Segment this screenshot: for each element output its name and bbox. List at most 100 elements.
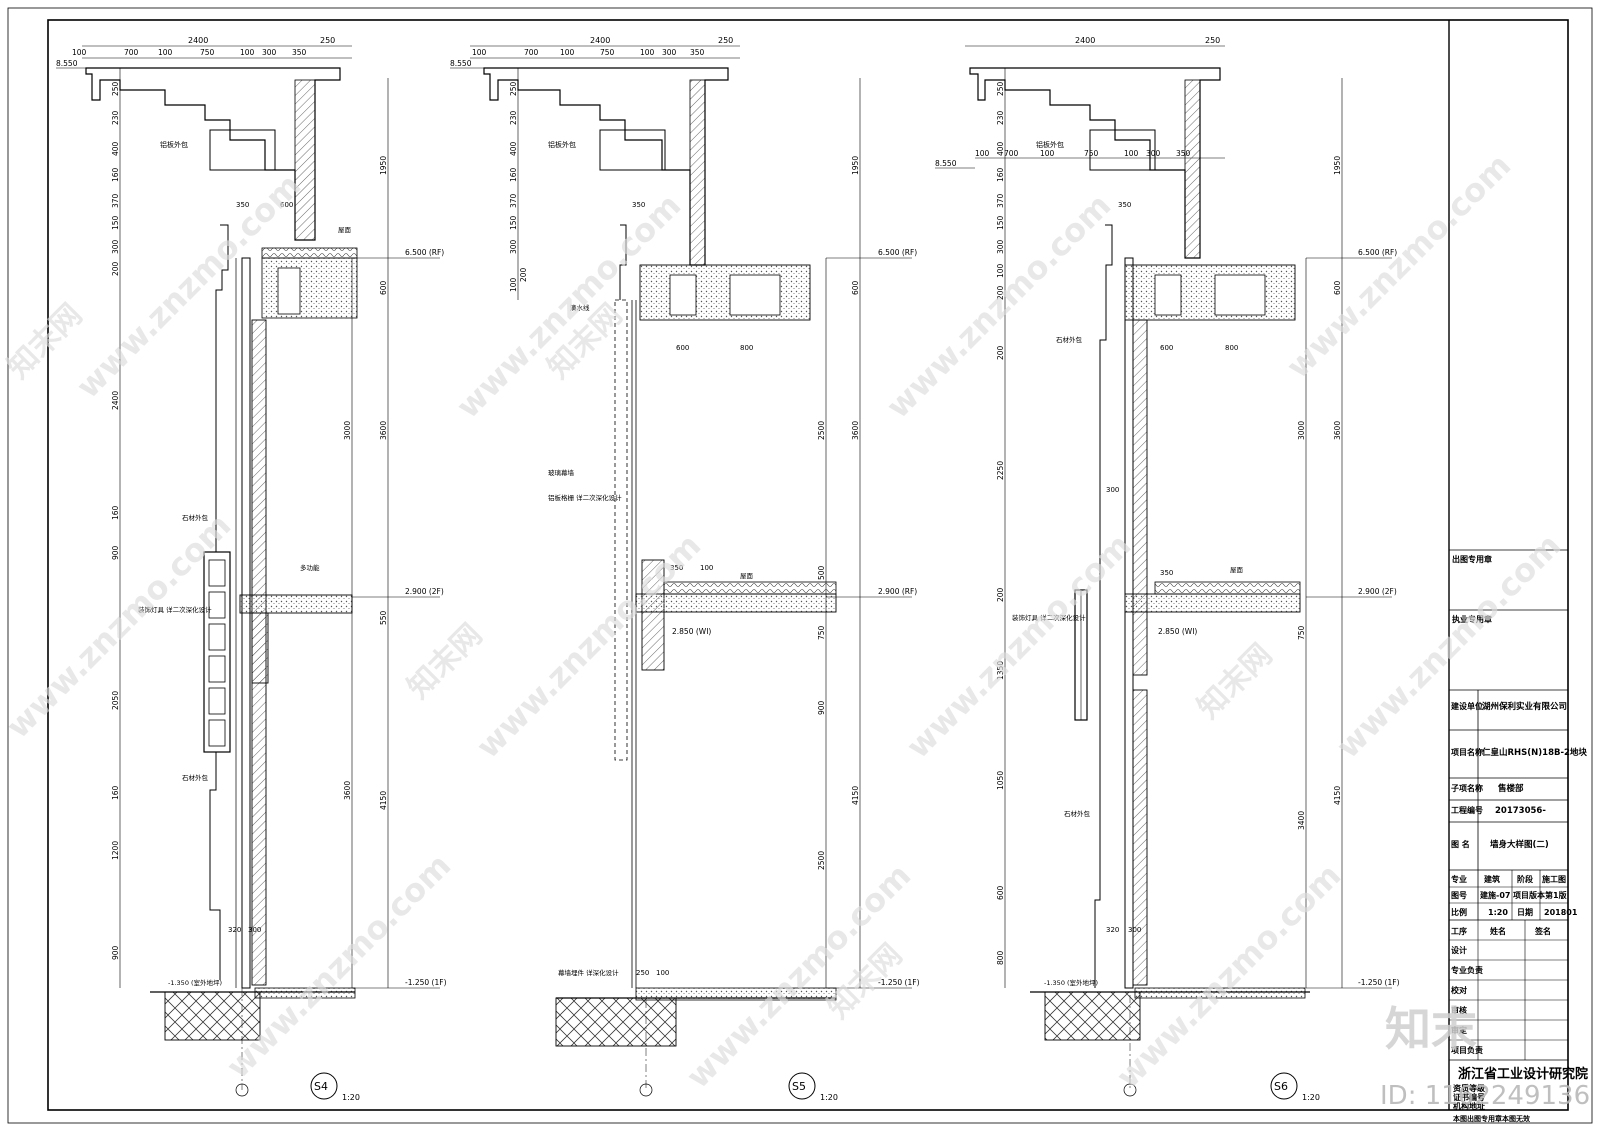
svg-text:160: 160 bbox=[996, 167, 1005, 182]
tb-subproject: 售楼部 bbox=[1497, 783, 1524, 794]
svg-text:审核: 审核 bbox=[1451, 1005, 1467, 1015]
svg-text:4150: 4150 bbox=[379, 791, 388, 810]
svg-text:250: 250 bbox=[509, 81, 518, 96]
s4-sub-dim: 100 bbox=[158, 48, 173, 57]
svg-text:100: 100 bbox=[996, 263, 1005, 278]
svg-text:3600: 3600 bbox=[1333, 421, 1342, 440]
svg-text:1:20: 1:20 bbox=[1488, 908, 1508, 917]
s5-section-id: S5 bbox=[792, 1080, 806, 1093]
svg-text:800: 800 bbox=[740, 344, 753, 352]
tb-client: 湖州保利实业有限公司 bbox=[1482, 701, 1567, 712]
s4-sub-dim: 100 bbox=[240, 48, 255, 57]
s5-scale: 1:20 bbox=[820, 1093, 838, 1102]
svg-text:160: 160 bbox=[509, 167, 518, 182]
svg-text:2050: 2050 bbox=[111, 691, 120, 710]
watermark-logo: 知末 bbox=[1385, 1002, 1477, 1056]
svg-text:校对: 校对 bbox=[1451, 985, 1467, 995]
svg-text:200: 200 bbox=[519, 267, 528, 282]
svg-text:600: 600 bbox=[1333, 280, 1342, 295]
svg-text:3600: 3600 bbox=[851, 421, 860, 440]
s4-top-dim-b: 250 bbox=[320, 36, 335, 45]
svg-text:知末网: 知末网 bbox=[401, 617, 489, 705]
svg-text:www.znzmo.com: www.znzmo.com bbox=[1279, 146, 1518, 385]
svg-text:工序: 工序 bbox=[1451, 926, 1467, 936]
svg-text:160: 160 bbox=[111, 785, 120, 800]
s6-level-wi: 2.850 (WI) bbox=[1158, 627, 1197, 636]
svg-text:建筑: 建筑 bbox=[1483, 874, 1500, 884]
svg-text:证书编号: 证书编号 bbox=[1453, 1092, 1485, 1102]
svg-text:300: 300 bbox=[1146, 149, 1161, 158]
svg-text:201801: 201801 bbox=[1544, 908, 1578, 917]
svg-text:300: 300 bbox=[1106, 486, 1119, 494]
svg-text:4150: 4150 bbox=[851, 786, 860, 805]
s5-left-dims: 250 230 400 160 370 150 300 100 200 bbox=[509, 81, 528, 292]
s4-level-1f: -1.250 (1F) bbox=[405, 978, 447, 987]
svg-text:550: 550 bbox=[379, 610, 388, 625]
practice-label: 执业专用章 bbox=[1452, 614, 1492, 624]
s5-note: 幕墙埋件 详深化设计 bbox=[558, 968, 619, 977]
svg-text:370: 370 bbox=[111, 193, 120, 208]
svg-text:项目负责: 项目负责 bbox=[1451, 1045, 1483, 1055]
svg-text:建施-07: 建施-07 bbox=[1479, 890, 1510, 900]
svg-text:900: 900 bbox=[111, 945, 120, 960]
svg-text:350: 350 bbox=[632, 201, 645, 209]
s6-scale: 1:20 bbox=[1302, 1093, 1320, 1102]
svg-text:600: 600 bbox=[676, 344, 689, 352]
svg-text:3000: 3000 bbox=[343, 421, 352, 440]
svg-text:160: 160 bbox=[111, 505, 120, 520]
s5-top-dim-a: 2400 bbox=[590, 36, 610, 45]
inner-border bbox=[47, 19, 1569, 1111]
s6-left-dims: 250 230 400 160 370 150 300 100 200 200 … bbox=[996, 81, 1005, 965]
svg-text:750: 750 bbox=[600, 48, 615, 57]
s5-level-2f: 2.900 (RF) bbox=[878, 587, 917, 596]
svg-text:150: 150 bbox=[509, 215, 518, 230]
svg-text:专业负责: 专业负责 bbox=[1451, 965, 1483, 975]
outer-border bbox=[7, 7, 1593, 1124]
s6-note: 石材外包 bbox=[1056, 335, 1083, 344]
s4-sub-dim: 350 bbox=[292, 48, 307, 57]
svg-text:370: 370 bbox=[996, 193, 1005, 208]
tb-row-label: 工程编号 bbox=[1451, 805, 1483, 815]
s5-level-wi: 2.850 (WI) bbox=[672, 627, 711, 636]
svg-text:300: 300 bbox=[1128, 926, 1141, 934]
svg-text:900: 900 bbox=[111, 545, 120, 560]
svg-text:300: 300 bbox=[509, 239, 518, 254]
section-s5: 2400 250 100 700 100 750 100 300 350 8.5… bbox=[450, 36, 920, 1102]
tb-row-label: 子项名称 bbox=[1451, 783, 1483, 793]
s5-level-1f: -1.250 (1F) bbox=[878, 978, 920, 987]
svg-text:250: 250 bbox=[636, 969, 649, 977]
s5-right-dims: 1950 600 2500 3600 500 750 900 4150 2500 bbox=[817, 156, 860, 870]
svg-text:300: 300 bbox=[111, 239, 120, 254]
svg-text:姓名: 姓名 bbox=[1489, 926, 1506, 936]
svg-text:230: 230 bbox=[111, 110, 120, 125]
s4-right-dims: 1950 600 3600 550 4150 3000 3600 bbox=[343, 156, 388, 810]
svg-text:350: 350 bbox=[1176, 149, 1191, 158]
svg-text:知末网: 知末网 bbox=[1191, 637, 1279, 725]
svg-text:600: 600 bbox=[1160, 344, 1173, 352]
svg-text:机构地址: 机构地址 bbox=[1453, 1101, 1485, 1111]
svg-text:阶段: 阶段 bbox=[1517, 874, 1533, 884]
s4-sub-dim: 300 bbox=[262, 48, 277, 57]
svg-text:100: 100 bbox=[640, 48, 655, 57]
svg-text:700: 700 bbox=[524, 48, 539, 57]
svg-text:100: 100 bbox=[509, 277, 518, 292]
svg-text:1950: 1950 bbox=[1333, 156, 1342, 175]
svg-text:200: 200 bbox=[996, 587, 1005, 602]
svg-text:比例: 比例 bbox=[1451, 907, 1467, 917]
svg-text:350: 350 bbox=[1118, 201, 1131, 209]
s6-top-dim-a: 2400 bbox=[1075, 36, 1095, 45]
svg-text:100: 100 bbox=[1040, 149, 1055, 158]
svg-text:3600: 3600 bbox=[379, 421, 388, 440]
svg-text:3600: 3600 bbox=[343, 781, 352, 800]
svg-text:250: 250 bbox=[111, 81, 120, 96]
svg-text:750: 750 bbox=[1297, 625, 1306, 640]
svg-text:图号: 图号 bbox=[1451, 891, 1467, 900]
svg-text:100: 100 bbox=[560, 48, 575, 57]
section-s6: 2400 250 8.550 100 700 100 750 100 300 3… bbox=[935, 36, 1400, 1102]
s6-section-bubble bbox=[1270, 1072, 1298, 1100]
s6-level-1f: -1.250 (1F) bbox=[1358, 978, 1400, 987]
svg-text:230: 230 bbox=[996, 110, 1005, 125]
svg-text:资质等级: 资质等级 bbox=[1453, 1083, 1486, 1093]
svg-text:日期: 日期 bbox=[1517, 907, 1533, 917]
svg-text:750: 750 bbox=[817, 625, 826, 640]
